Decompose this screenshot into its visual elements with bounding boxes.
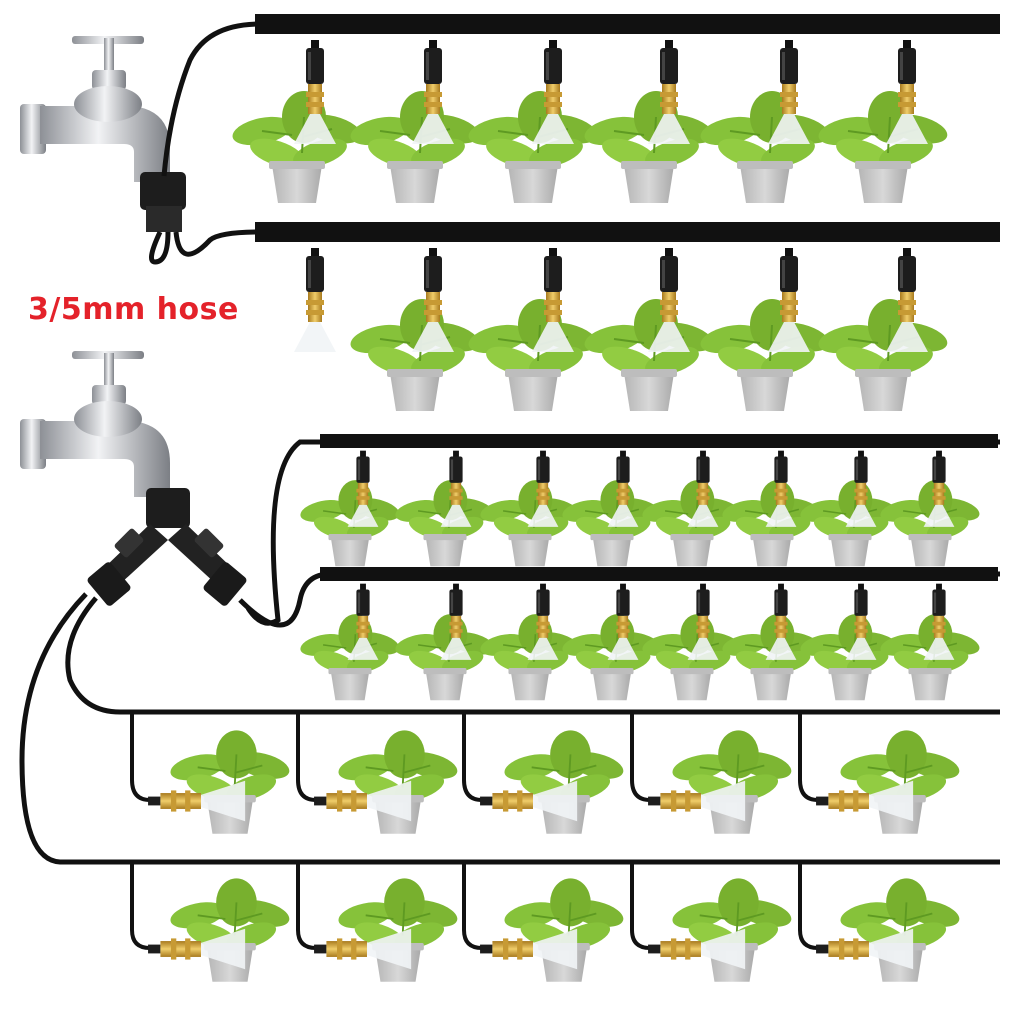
potted-plant-icon (334, 729, 462, 835)
potted-plant-icon (580, 297, 718, 413)
potted-plant-icon (668, 877, 796, 983)
potted-plant-icon (668, 729, 796, 835)
potted-plant-icon (814, 89, 952, 205)
y-splitter-icon (87, 488, 247, 606)
fourth-main-line (320, 567, 998, 581)
row-6 (130, 862, 964, 983)
top-main-line (255, 14, 1000, 34)
row-3 (297, 450, 983, 568)
supply-hose (148, 21, 1000, 265)
row-5 (130, 712, 964, 835)
faucet-icon (20, 36, 170, 182)
potted-plant-icon (464, 297, 602, 413)
potted-plant-icon (836, 729, 964, 835)
potted-plant-icon (334, 877, 462, 983)
row-2 (294, 248, 952, 413)
potted-plant-icon (228, 89, 366, 205)
hose-size-caption: 3/5mm hose (28, 292, 239, 327)
potted-plant-icon (464, 89, 602, 205)
potted-plant-icon (814, 297, 952, 413)
potted-plant-icon (696, 89, 834, 205)
second-main-line (255, 222, 1000, 242)
row-1 (228, 40, 952, 205)
potted-plant-icon (346, 297, 484, 413)
potted-plant-icon (836, 877, 964, 983)
potted-plant-icon (500, 877, 628, 983)
potted-plant-icon (500, 729, 628, 835)
third-main-line (320, 434, 998, 448)
row-4 (297, 583, 983, 702)
potted-plant-icon (166, 877, 294, 983)
potted-plant-icon (166, 729, 294, 835)
potted-plant-icon (696, 297, 834, 413)
potted-plant-icon (346, 89, 484, 205)
supply-hose (19, 439, 1000, 865)
potted-plant-icon (580, 89, 718, 205)
mist-nozzle-icon (294, 248, 336, 352)
hose-adapter-icon (140, 172, 186, 232)
faucet-icon (20, 351, 170, 497)
